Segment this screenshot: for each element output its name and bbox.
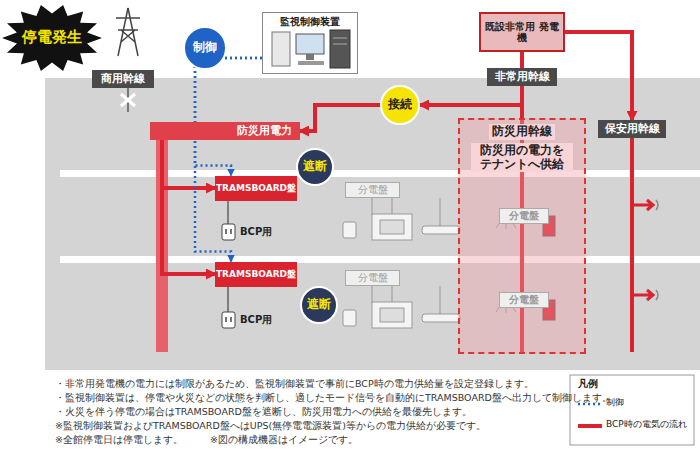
node-text: 遮断 xyxy=(303,160,327,174)
cutoff-badge: 遮断 xyxy=(296,148,334,186)
note: ※図の構成機器はイメージです。 xyxy=(210,434,358,445)
node-text: 分電盤 xyxy=(509,294,539,306)
power-tower xyxy=(116,8,140,56)
line-label: 非常用幹線 xyxy=(487,68,557,86)
monitor-box: 監視制御装置 xyxy=(262,12,358,74)
node-text: 防災用電力 xyxy=(237,125,292,138)
outlet-label: BCP用 xyxy=(240,314,272,326)
power-line xyxy=(162,140,215,274)
node-text: 防災用の電力を テナントへ供給 xyxy=(471,143,573,173)
node-text: 保安用幹線 xyxy=(605,123,660,136)
legend-box xyxy=(570,375,694,445)
power-line xyxy=(565,32,632,120)
node-text: 分電盤 xyxy=(358,184,388,196)
note: ・非常用発電機の電力には制限があるため、監視制御装置で事前にBCP時の電力供給量… xyxy=(55,378,534,389)
node-text: 防災用幹線 xyxy=(489,124,555,140)
tenant-devices xyxy=(343,198,460,328)
node-text: 接続 xyxy=(388,98,412,112)
node-text: 分電盤 xyxy=(358,272,388,284)
note: ・火災を伴う停電の場合はTRAMSBOARD盤を遮断し、防災用電力への供給を最優… xyxy=(55,406,472,417)
security-branch xyxy=(632,200,658,300)
building xyxy=(45,78,700,370)
power-line xyxy=(300,105,380,131)
line-label: 商用幹線 xyxy=(92,70,154,88)
legend-swatch xyxy=(578,424,602,428)
panel-box: 分電盤 xyxy=(499,208,549,224)
legend-text: 制御 xyxy=(606,397,624,408)
power-band: 防災用電力 xyxy=(150,122,300,140)
node-text: 停電発生 xyxy=(22,29,82,46)
note: ※監視制御装置およびTRAMSBOARD盤へはUPS(無停電電源装置)等からの電… xyxy=(55,420,486,431)
node-text: 商用幹線 xyxy=(101,73,145,86)
monitor-ground xyxy=(262,12,358,74)
legend-title: 凡例 xyxy=(578,378,598,390)
node-text: 監視制御装置 xyxy=(280,16,340,28)
tramsboard-box: TRAMSBOARD盤 xyxy=(215,176,297,201)
line-label: 保安用幹線 xyxy=(598,120,666,138)
burst-outline xyxy=(2,5,102,71)
legend-text: BCP時の電気の流れ xyxy=(606,419,687,430)
control-line xyxy=(195,58,262,176)
node-text: TRAMSBOARD盤 xyxy=(216,183,296,193)
alert-burst: 停電発生 xyxy=(2,4,102,72)
panel-box: 分電盤 xyxy=(345,270,400,286)
note: ・監視制御装置は、停電や火災などの状態を判断し、適したモード信号を自動的にTRA… xyxy=(55,392,612,403)
tramsboard-box: TRAMSBOARD盤 xyxy=(215,262,297,287)
node-text: 既設非常用 発電機 xyxy=(481,21,563,44)
control-badge: 制御 xyxy=(183,26,227,70)
legend-swatch xyxy=(578,403,602,406)
panel-box: 分電盤 xyxy=(345,182,400,198)
note: ※全館停電日は停電します。 xyxy=(55,434,183,445)
computer-icon xyxy=(272,30,350,68)
security-trunk xyxy=(630,138,634,352)
node-text: 非常用幹線 xyxy=(495,71,550,84)
cut-mark xyxy=(121,94,135,106)
disaster-region: 防災用幹線防災用の電力を テナントへ供給分電盤分電盤 xyxy=(458,118,586,354)
node-text: 分電盤 xyxy=(509,210,539,222)
cutoff-badge: 遮断 xyxy=(300,286,338,324)
node-text: 遮断 xyxy=(307,298,331,312)
generator-box: 既設非常用 発電機 xyxy=(479,12,565,52)
power-line xyxy=(162,140,215,188)
node-text: 制御 xyxy=(193,41,217,55)
connect-badge: 接続 xyxy=(380,85,420,125)
node-text: TRAMSBOARD盤 xyxy=(216,269,296,279)
panel-box: 分電盤 xyxy=(499,292,549,308)
outlet-label: BCP用 xyxy=(240,226,272,238)
